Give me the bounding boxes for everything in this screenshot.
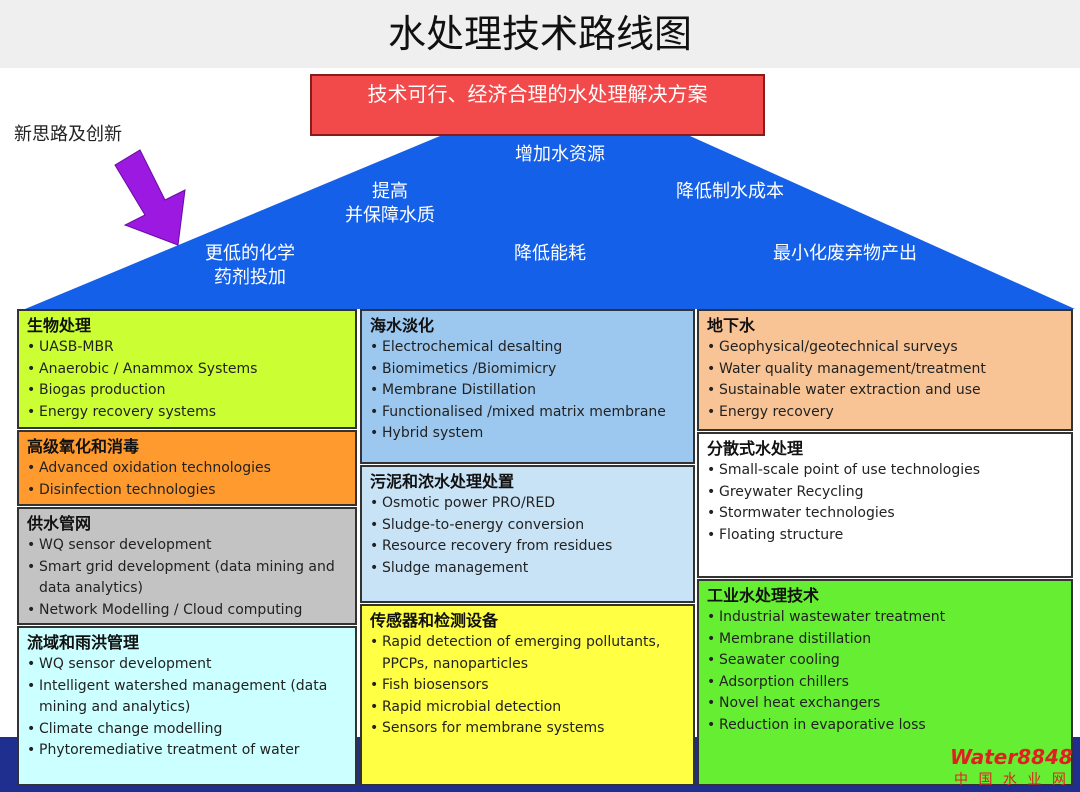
category-box: 污泥和浓水处理处置 Osmotic power PRO/REDSludge-to-…: [360, 465, 695, 603]
list-item: Adsorption chillers: [707, 672, 1063, 694]
list-item: Membrane Distillation: [370, 380, 685, 402]
list-item: Water quality management/treatment: [707, 359, 1063, 381]
category-title: 高级氧化和消毒: [27, 437, 140, 456]
list-item: WQ sensor development: [27, 654, 347, 676]
list-item: Geophysical/geotechnical surveys: [707, 337, 1063, 359]
list-item: Rapid detection of emerging pollutants, …: [370, 632, 685, 675]
category-title: 污泥和浓水处理处置: [370, 472, 515, 491]
category-list: Industrial wastewater treatmentMembrane …: [707, 607, 1063, 736]
category-title: 传感器和检测设备: [370, 611, 499, 630]
category-list: UASB-MBRAnaerobic / Anammox SystemsBioga…: [27, 337, 347, 423]
category-box: 工业水处理技术 Industrial wastewater treatmentMe…: [697, 579, 1073, 786]
list-item: Fish biosensors: [370, 675, 685, 697]
category-box: 高级氧化和消毒 Advanced oxidation technologiesDi…: [17, 430, 357, 506]
page-title: 水处理技术路线图: [0, 0, 1080, 68]
roof-label: 更低的化学药剂投加: [180, 242, 320, 290]
category-box: 生物处理 UASB-MBRAnaerobic / Anammox SystemsB…: [17, 309, 357, 429]
list-item: UASB-MBR: [27, 337, 347, 359]
category-box: 传感器和检测设备 Rapid detection of emerging poll…: [360, 604, 695, 786]
roof-label: 提高并保障水质: [320, 180, 460, 228]
list-item: Novel heat exchangers: [707, 693, 1063, 715]
roof-trapezoid: [25, 136, 1075, 309]
arrow-icon: [114, 149, 186, 246]
list-item: Reduction in evaporative loss: [707, 715, 1063, 737]
watermark-logo: Water8848 中 国 水 业 网: [950, 745, 1073, 789]
category-list: Advanced oxidation technologiesDisinfect…: [27, 458, 347, 501]
list-item: Climate change modelling: [27, 719, 347, 741]
list-item: Disinfection technologies: [27, 480, 347, 502]
category-title: 生物处理: [27, 316, 92, 335]
list-item: Sustainable water extraction and use: [707, 380, 1063, 402]
list-item: Seawater cooling: [707, 650, 1063, 672]
category-list: WQ sensor developmentSmart grid developm…: [27, 535, 347, 621]
roof-line: 提高: [372, 181, 408, 202]
category-title: 供水管网: [27, 514, 92, 533]
category-list: Small-scale point of use technologiesGre…: [707, 460, 1063, 546]
roof-label: 降低制水成本: [676, 181, 784, 202]
list-item: Stormwater technologies: [707, 503, 1063, 525]
category-title: 海水淡化: [370, 316, 435, 335]
roof-label: 增加水资源: [515, 144, 605, 165]
list-item: Osmotic power PRO/RED: [370, 493, 685, 515]
category-title: 地下水: [707, 316, 756, 335]
list-item: Phytoremediative treatment of water: [27, 740, 347, 762]
roof-line: 更低的化学: [205, 243, 295, 264]
list-item: Membrane distillation: [707, 629, 1063, 651]
list-item: Anaerobic / Anammox Systems: [27, 359, 347, 381]
list-item: Intelligent watershed management (data m…: [27, 676, 347, 719]
watermark-sub: 中 国 水 业 网: [954, 772, 1069, 788]
category-title: 分散式水处理: [707, 439, 804, 458]
list-item: Rapid microbial detection: [370, 697, 685, 719]
roof-line: 药剂投加: [214, 267, 286, 288]
new-ideas-label: 新思路及创新: [14, 124, 122, 145]
category-list: WQ sensor developmentIntelligent watersh…: [27, 654, 347, 762]
list-item: Floating structure: [707, 525, 1063, 547]
list-item: Advanced oxidation technologies: [27, 458, 347, 480]
category-box: 供水管网 WQ sensor developmentSmart grid deve…: [17, 507, 357, 625]
list-item: WQ sensor development: [27, 535, 347, 557]
category-list: Rapid detection of emerging pollutants, …: [370, 632, 685, 740]
list-item: Energy recovery: [707, 402, 1063, 424]
list-item: Industrial wastewater treatment: [707, 607, 1063, 629]
goal-box: 技术可行、经济合理的水处理解决方案: [310, 74, 765, 136]
watermark-brand: Water8848: [950, 745, 1073, 769]
list-item: Sludge-to-energy conversion: [370, 515, 685, 537]
category-box: 流域和雨洪管理 WQ sensor developmentIntelligent …: [17, 626, 357, 786]
list-item: Small-scale point of use technologies: [707, 460, 1063, 482]
roof-label: 最小化废弃物产出: [773, 243, 917, 264]
list-item: Biomimetics /Biomimicry: [370, 359, 685, 381]
category-title: 流域和雨洪管理: [27, 633, 140, 652]
list-item: Smart grid development (data mining and …: [27, 557, 347, 600]
category-box: 地下水 Geophysical/geotechnical surveysWater…: [697, 309, 1073, 431]
category-list: Osmotic power PRO/REDSludge-to-energy co…: [370, 493, 685, 579]
category-list: Electrochemical desaltingBiomimetics /Bi…: [370, 337, 685, 445]
list-item: Biogas production: [27, 380, 347, 402]
list-item: Sensors for membrane systems: [370, 718, 685, 740]
list-item: Energy recovery systems: [27, 402, 347, 424]
list-item: Electrochemical desalting: [370, 337, 685, 359]
category-list: Geophysical/geotechnical surveysWater qu…: [707, 337, 1063, 423]
list-item: Functionalised /mixed matrix membrane: [370, 402, 685, 424]
roof-label: 降低能耗: [514, 243, 586, 264]
list-item: Greywater Recycling: [707, 482, 1063, 504]
list-item: Network Modelling / Cloud computing: [27, 600, 347, 622]
roof-line: 并保障水质: [345, 205, 435, 226]
list-item: Sludge management: [370, 558, 685, 580]
category-box: 分散式水处理 Small-scale point of use technolog…: [697, 432, 1073, 578]
category-box: 海水淡化 Electrochemical desaltingBiomimetics…: [360, 309, 695, 464]
category-title: 工业水处理技术: [707, 586, 820, 605]
list-item: Resource recovery from residues: [370, 536, 685, 558]
list-item: Hybrid system: [370, 423, 685, 445]
